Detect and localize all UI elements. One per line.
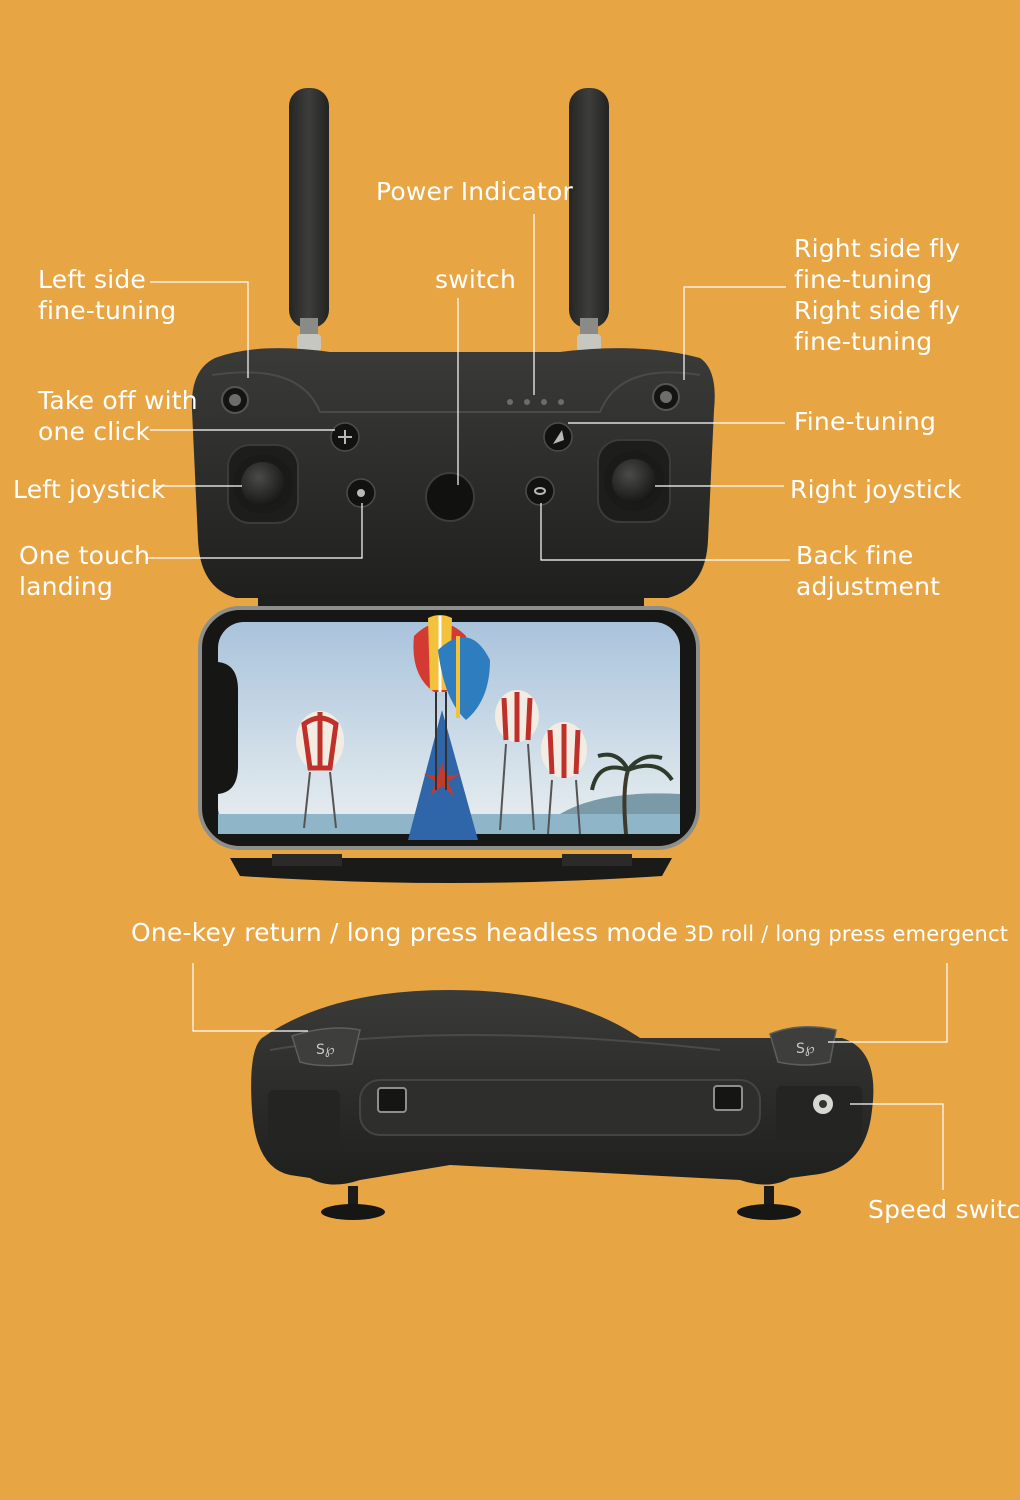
balloon-center bbox=[495, 690, 539, 831]
one-key-return-button[interactable]: S℘ bbox=[291, 1027, 361, 1067]
label-fine-tuning: Fine-tuning bbox=[794, 407, 937, 436]
antenna-hinge-right bbox=[713, 1085, 743, 1111]
smartphone bbox=[198, 606, 700, 850]
back-fine-button[interactable] bbox=[525, 476, 555, 506]
power-switch-button[interactable] bbox=[425, 472, 475, 522]
label-3d-roll: 3D roll / long press emergenct bbox=[684, 922, 1009, 946]
svg-text:S℘: S℘ bbox=[316, 1042, 335, 1058]
label-switch: switch bbox=[435, 265, 517, 294]
controller-top-body bbox=[251, 990, 874, 1185]
speed-switch-button[interactable] bbox=[813, 1094, 833, 1114]
label-power-indicator: Power Indicator bbox=[376, 177, 574, 206]
label-take-off: Take off with one click bbox=[38, 386, 198, 446]
power-indicator-leds bbox=[507, 399, 564, 405]
antenna-hinge-left bbox=[377, 1087, 407, 1113]
right-joystick[interactable] bbox=[604, 451, 664, 511]
roll-3d-button[interactable]: S℘ bbox=[769, 1026, 837, 1066]
callout-lines bbox=[148, 214, 948, 1190]
label-left-joystick: Left joystick bbox=[13, 475, 166, 504]
label-one-touch-landing: One touch landing bbox=[19, 541, 151, 601]
label-speed-switch: Speed switc bbox=[868, 1195, 1020, 1224]
takeoff-button[interactable] bbox=[330, 422, 360, 452]
balloon-blue bbox=[438, 636, 490, 720]
label-back-fine-adjustment: Back fine adjustment bbox=[796, 541, 941, 601]
landing-button[interactable] bbox=[346, 478, 376, 508]
right-antenna bbox=[569, 88, 609, 352]
palm-tree bbox=[590, 752, 674, 835]
balloon-scene bbox=[296, 615, 674, 840]
svg-text:S℘: S℘ bbox=[796, 1041, 815, 1057]
left-antenna bbox=[289, 88, 329, 352]
label-left-side-fine-tuning: Left side fine-tuning bbox=[38, 265, 177, 325]
stick-tip-right bbox=[737, 1186, 801, 1220]
stick-tip-left bbox=[321, 1186, 385, 1220]
fine-tuning-button[interactable] bbox=[543, 422, 573, 452]
label-one-key-return: One-key return / long press headless mod… bbox=[131, 918, 679, 947]
label-right-side-fly-fine-tuning: Right side fly fine-tuning Right side fl… bbox=[794, 234, 961, 356]
left-joystick[interactable] bbox=[233, 454, 293, 514]
right-trim-button[interactable] bbox=[652, 383, 680, 411]
balloon-right bbox=[541, 722, 587, 835]
balloon-left bbox=[296, 711, 344, 829]
label-right-joystick: Right joystick bbox=[790, 475, 962, 504]
left-trim-button[interactable] bbox=[221, 386, 249, 414]
